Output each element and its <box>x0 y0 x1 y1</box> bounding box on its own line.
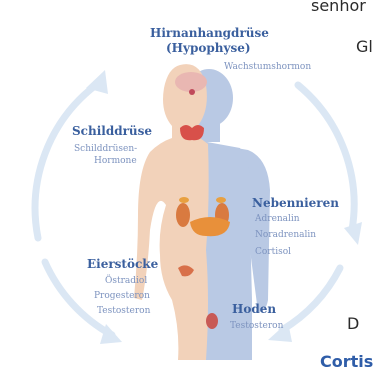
testis-organ <box>206 313 218 329</box>
adrenal-left-organ <box>179 197 189 203</box>
cropped-text-top-right: senhor <box>311 0 366 15</box>
eierstoecke-title: Eierstöcke <box>87 257 158 271</box>
cropped-text-right: Gl <box>356 37 373 56</box>
nebennieren-title: Nebennieren <box>252 196 339 210</box>
hoden-title: Hoden <box>232 302 276 316</box>
arrow-arc-bottom-right <box>282 268 340 330</box>
schilddruese-hormone-line2: Hormone <box>94 156 137 167</box>
hypophyse-subtitle: (Hypophyse) <box>166 41 251 55</box>
kidney-left-organ <box>176 203 190 227</box>
eierstoecke-hormone-3: Testosteron <box>97 306 150 317</box>
adrenal-right-organ <box>216 197 226 203</box>
hypophyse-hormone: Wachstumshormon <box>224 62 311 73</box>
nebennieren-hormone-1: Adrenalin <box>255 214 300 225</box>
hypophyse-title: Hirnanhangdrüse <box>150 26 269 40</box>
eierstoecke-hormone-1: Östradiol <box>105 276 147 287</box>
arrow-head-right <box>344 222 362 245</box>
eierstoecke-hormone-2: Progesteron <box>94 291 150 302</box>
brain-organ <box>175 72 207 92</box>
pituitary-organ <box>189 89 195 95</box>
schilddruese-hormone-line1: Schilddrüsen- <box>74 144 137 155</box>
cropped-text-bottom-d: D <box>347 314 359 333</box>
nebennieren-hormone-3: Cortisol <box>255 247 291 258</box>
cropped-text-bottom-cortis: Cortis <box>320 352 373 371</box>
nebennieren-hormone-2: Noradrenalin <box>255 230 316 241</box>
schilddruese-title: Schilddrüse <box>72 124 152 138</box>
hoden-hormone: Testosteron <box>230 321 283 332</box>
arrow-arc-left <box>35 85 96 238</box>
